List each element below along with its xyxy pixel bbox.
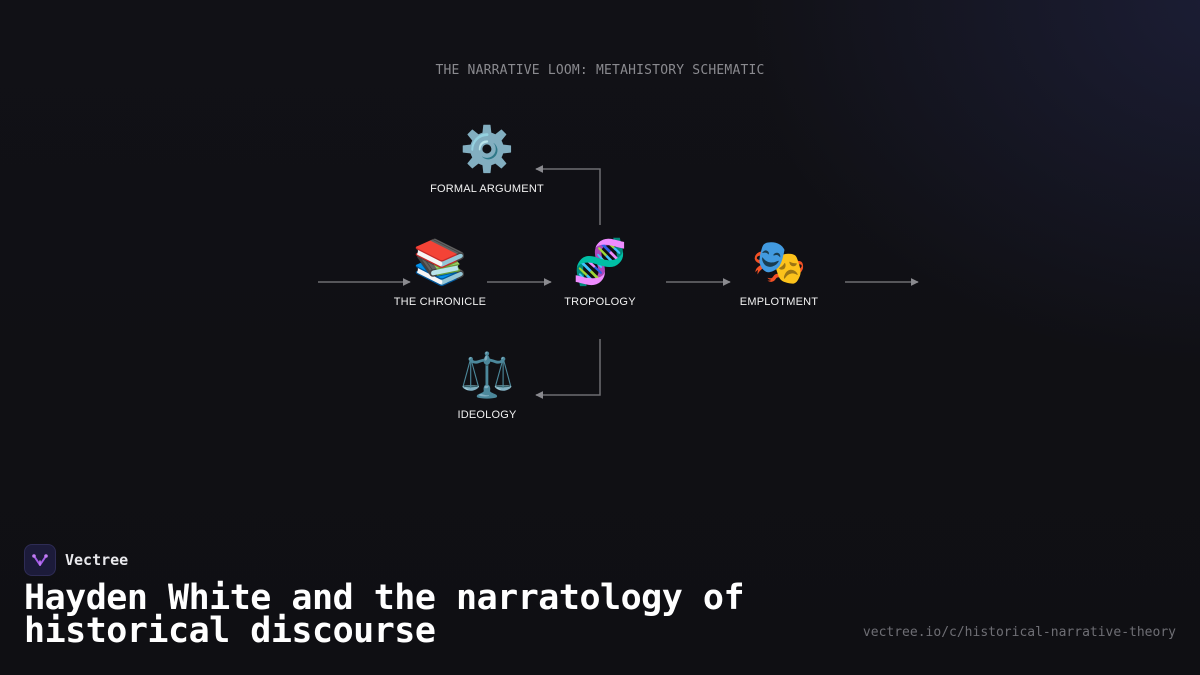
node-label-the-chronicle: THE CHRONICLE xyxy=(393,296,487,308)
page-title: Hayden White and the narratology of hist… xyxy=(24,578,745,651)
books-icon: 📚 xyxy=(412,237,468,288)
theater-masks-icon: 🎭 xyxy=(751,237,807,288)
node-label-formal-argument: FORMAL ARGUMENT xyxy=(430,183,544,195)
edge-tropology-to-ideology xyxy=(535,339,601,399)
node-formal-argument: ⚙️ FORMAL ARGUMENT xyxy=(407,123,567,195)
page-url[interactable]: vectree.io/c/historical-narrative-theory xyxy=(862,625,1176,640)
dna-icon: 🧬 xyxy=(572,237,628,288)
brand-name: Vectree xyxy=(65,551,129,569)
node-ideology: ⚖️ IDEOLOGY xyxy=(407,349,567,421)
node-the-chronicle: 📚 THE CHRONICLE xyxy=(360,236,520,308)
balance-scale-icon: ⚖️ xyxy=(459,350,515,401)
node-label-tropology: TROPOLOGY xyxy=(564,296,636,308)
node-label-ideology: IDEOLOGY xyxy=(457,409,517,421)
edge-tropology-to-formal-argument xyxy=(535,165,601,225)
diagram-title: THE NARRATIVE LOOM: METAHISTORY SCHEMATI… xyxy=(435,63,765,78)
node-emplotment: 🎭 EMPLOTMENT xyxy=(699,236,859,308)
node-label-emplotment: EMPLOTMENT xyxy=(739,296,819,308)
gear-icon: ⚙️ xyxy=(459,124,515,175)
node-tropology: 🧬 TROPOLOGY xyxy=(520,236,680,308)
brand: Vectree xyxy=(24,544,128,576)
vectree-logo-icon xyxy=(24,544,56,576)
